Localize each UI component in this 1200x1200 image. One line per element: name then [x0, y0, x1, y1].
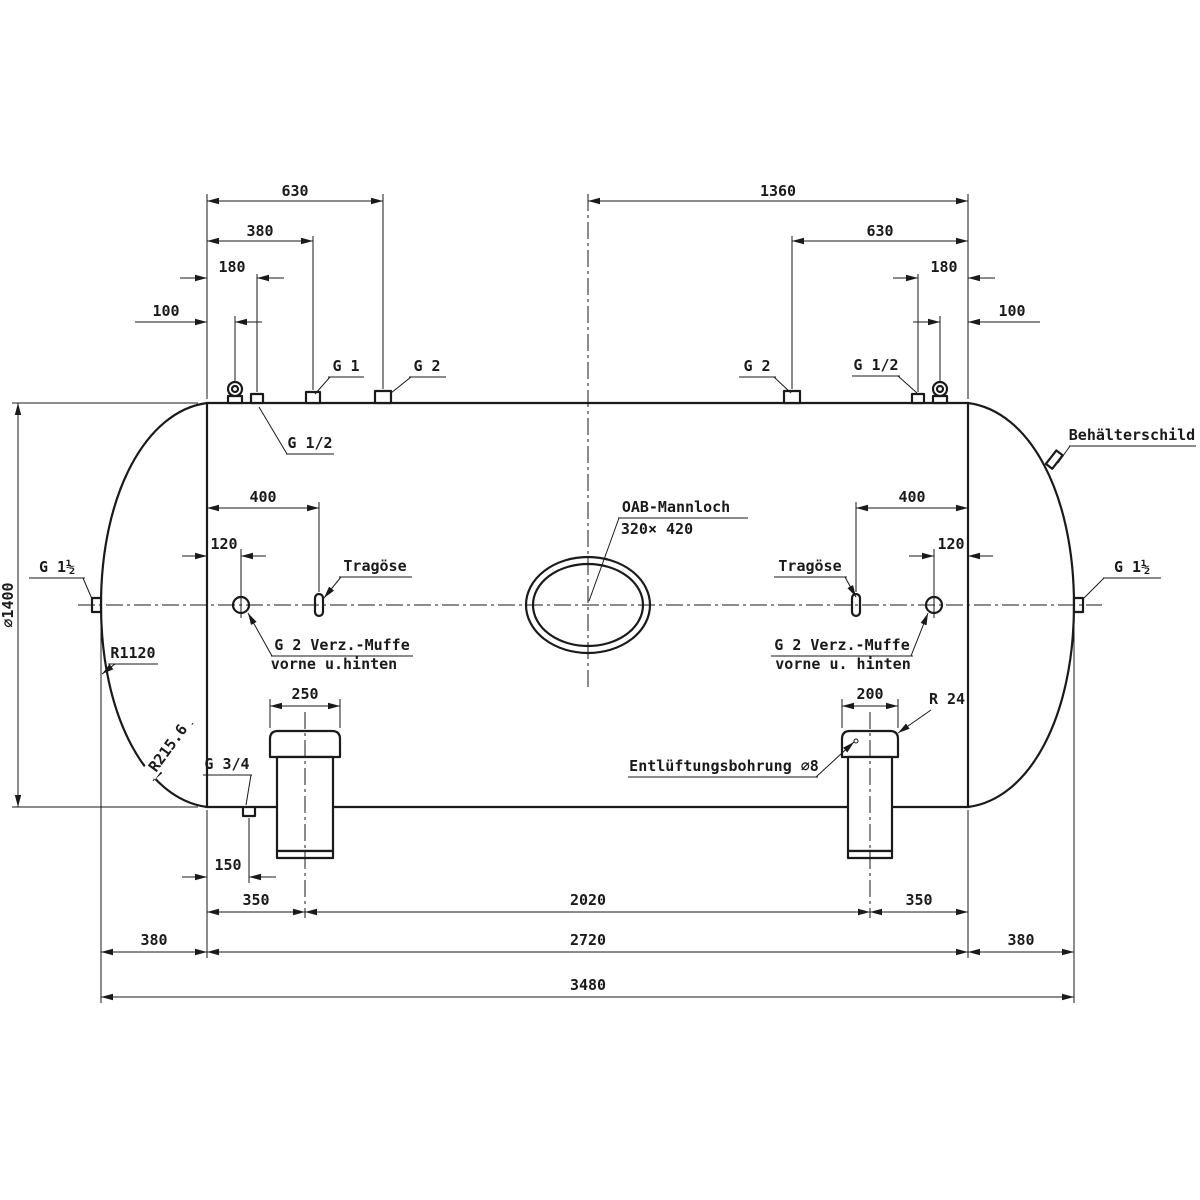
dim-2020: 2020 — [570, 891, 606, 909]
label-g2-right: G 2 — [743, 357, 770, 375]
label-g112-right: G 1½ — [1114, 558, 1150, 576]
dim-380-bottom-right: 380 — [1007, 931, 1034, 949]
annotations: 630 1360 380 630 180 180 100 100 G 1 G 2… — [0, 182, 1195, 994]
label-muffe-right-line1: G 2 Verz.-Muffe — [774, 636, 909, 654]
label-mannloch-line1: OAB-Mannloch — [622, 498, 730, 516]
nozzle-g2-left — [373, 389, 393, 405]
label-tragoese-left: Tragöse — [343, 557, 406, 575]
dim-350-left: 350 — [242, 891, 269, 909]
nozzle-g2-right — [782, 389, 802, 405]
dim-630-right: 630 — [866, 222, 893, 240]
label-g34: G 3/4 — [204, 755, 249, 773]
label-g12-right: G 1/2 — [853, 356, 898, 374]
dim-150: 150 — [214, 856, 241, 874]
support-feet — [268, 729, 900, 860]
dim-180-right: 180 — [930, 258, 957, 276]
label-tragoese-right: Tragöse — [778, 557, 841, 575]
label-muffe-left-line1: G 2 Verz.-Muffe — [274, 636, 409, 654]
dim-120-left: 120 — [210, 535, 237, 553]
dim-1360: 1360 — [760, 182, 796, 200]
vent-hole — [853, 738, 859, 744]
dim-400-right: 400 — [898, 488, 925, 506]
nozzle-g1 — [304, 390, 322, 405]
label-entlueftung: Entlüftungsbohrung ∅8 — [629, 757, 819, 775]
label-g112-left: G 1½ — [39, 558, 75, 576]
label-r2156-group: R215.6 — [142, 716, 194, 780]
dim-100-left: 100 — [152, 302, 179, 320]
label-r2156: R215.6 — [145, 721, 191, 775]
nameplate — [1044, 449, 1064, 470]
label-r24: R 24 — [929, 690, 965, 708]
nozzle-g12-left — [249, 392, 265, 405]
dim-250: 250 — [291, 685, 318, 703]
label-behaelterschild: Behälterschild — [1069, 426, 1195, 444]
label-g1: G 1 — [332, 357, 359, 375]
label-g12-left: G 1/2 — [287, 434, 332, 452]
dim-400-left: 400 — [249, 488, 276, 506]
nozzle-g34 — [241, 805, 257, 818]
centerlines — [78, 194, 1102, 918]
dim-350-right: 350 — [905, 891, 932, 909]
label-g2-left: G 2 — [413, 357, 440, 375]
label-muffe-right-line2: vorne u. hinten — [775, 655, 910, 673]
dim-180-left: 180 — [218, 258, 245, 276]
label-r1120: R1120 — [110, 644, 155, 662]
dim-100-right: 100 — [998, 302, 1025, 320]
dim-380-bottom-left: 380 — [140, 931, 167, 949]
extension-lines — [12, 194, 1075, 1003]
dimension-lines — [14, 197, 1074, 1001]
nozzle-g12-right — [910, 392, 926, 405]
nozzles-and-fittings — [90, 380, 1085, 818]
leader-lines — [29, 375, 1196, 806]
dim-diameter: ∅1400 — [0, 582, 17, 627]
dim-630-left: 630 — [281, 182, 308, 200]
dim-380-top: 380 — [246, 222, 273, 240]
dim-120-right: 120 — [937, 535, 964, 553]
dim-3480: 3480 — [570, 976, 606, 994]
label-muffe-left-line2: vorne u.hinten — [271, 655, 397, 673]
dim-200: 200 — [856, 685, 883, 703]
dim-2720: 2720 — [570, 931, 606, 949]
label-mannloch-line2: 320× 420 — [621, 520, 693, 538]
